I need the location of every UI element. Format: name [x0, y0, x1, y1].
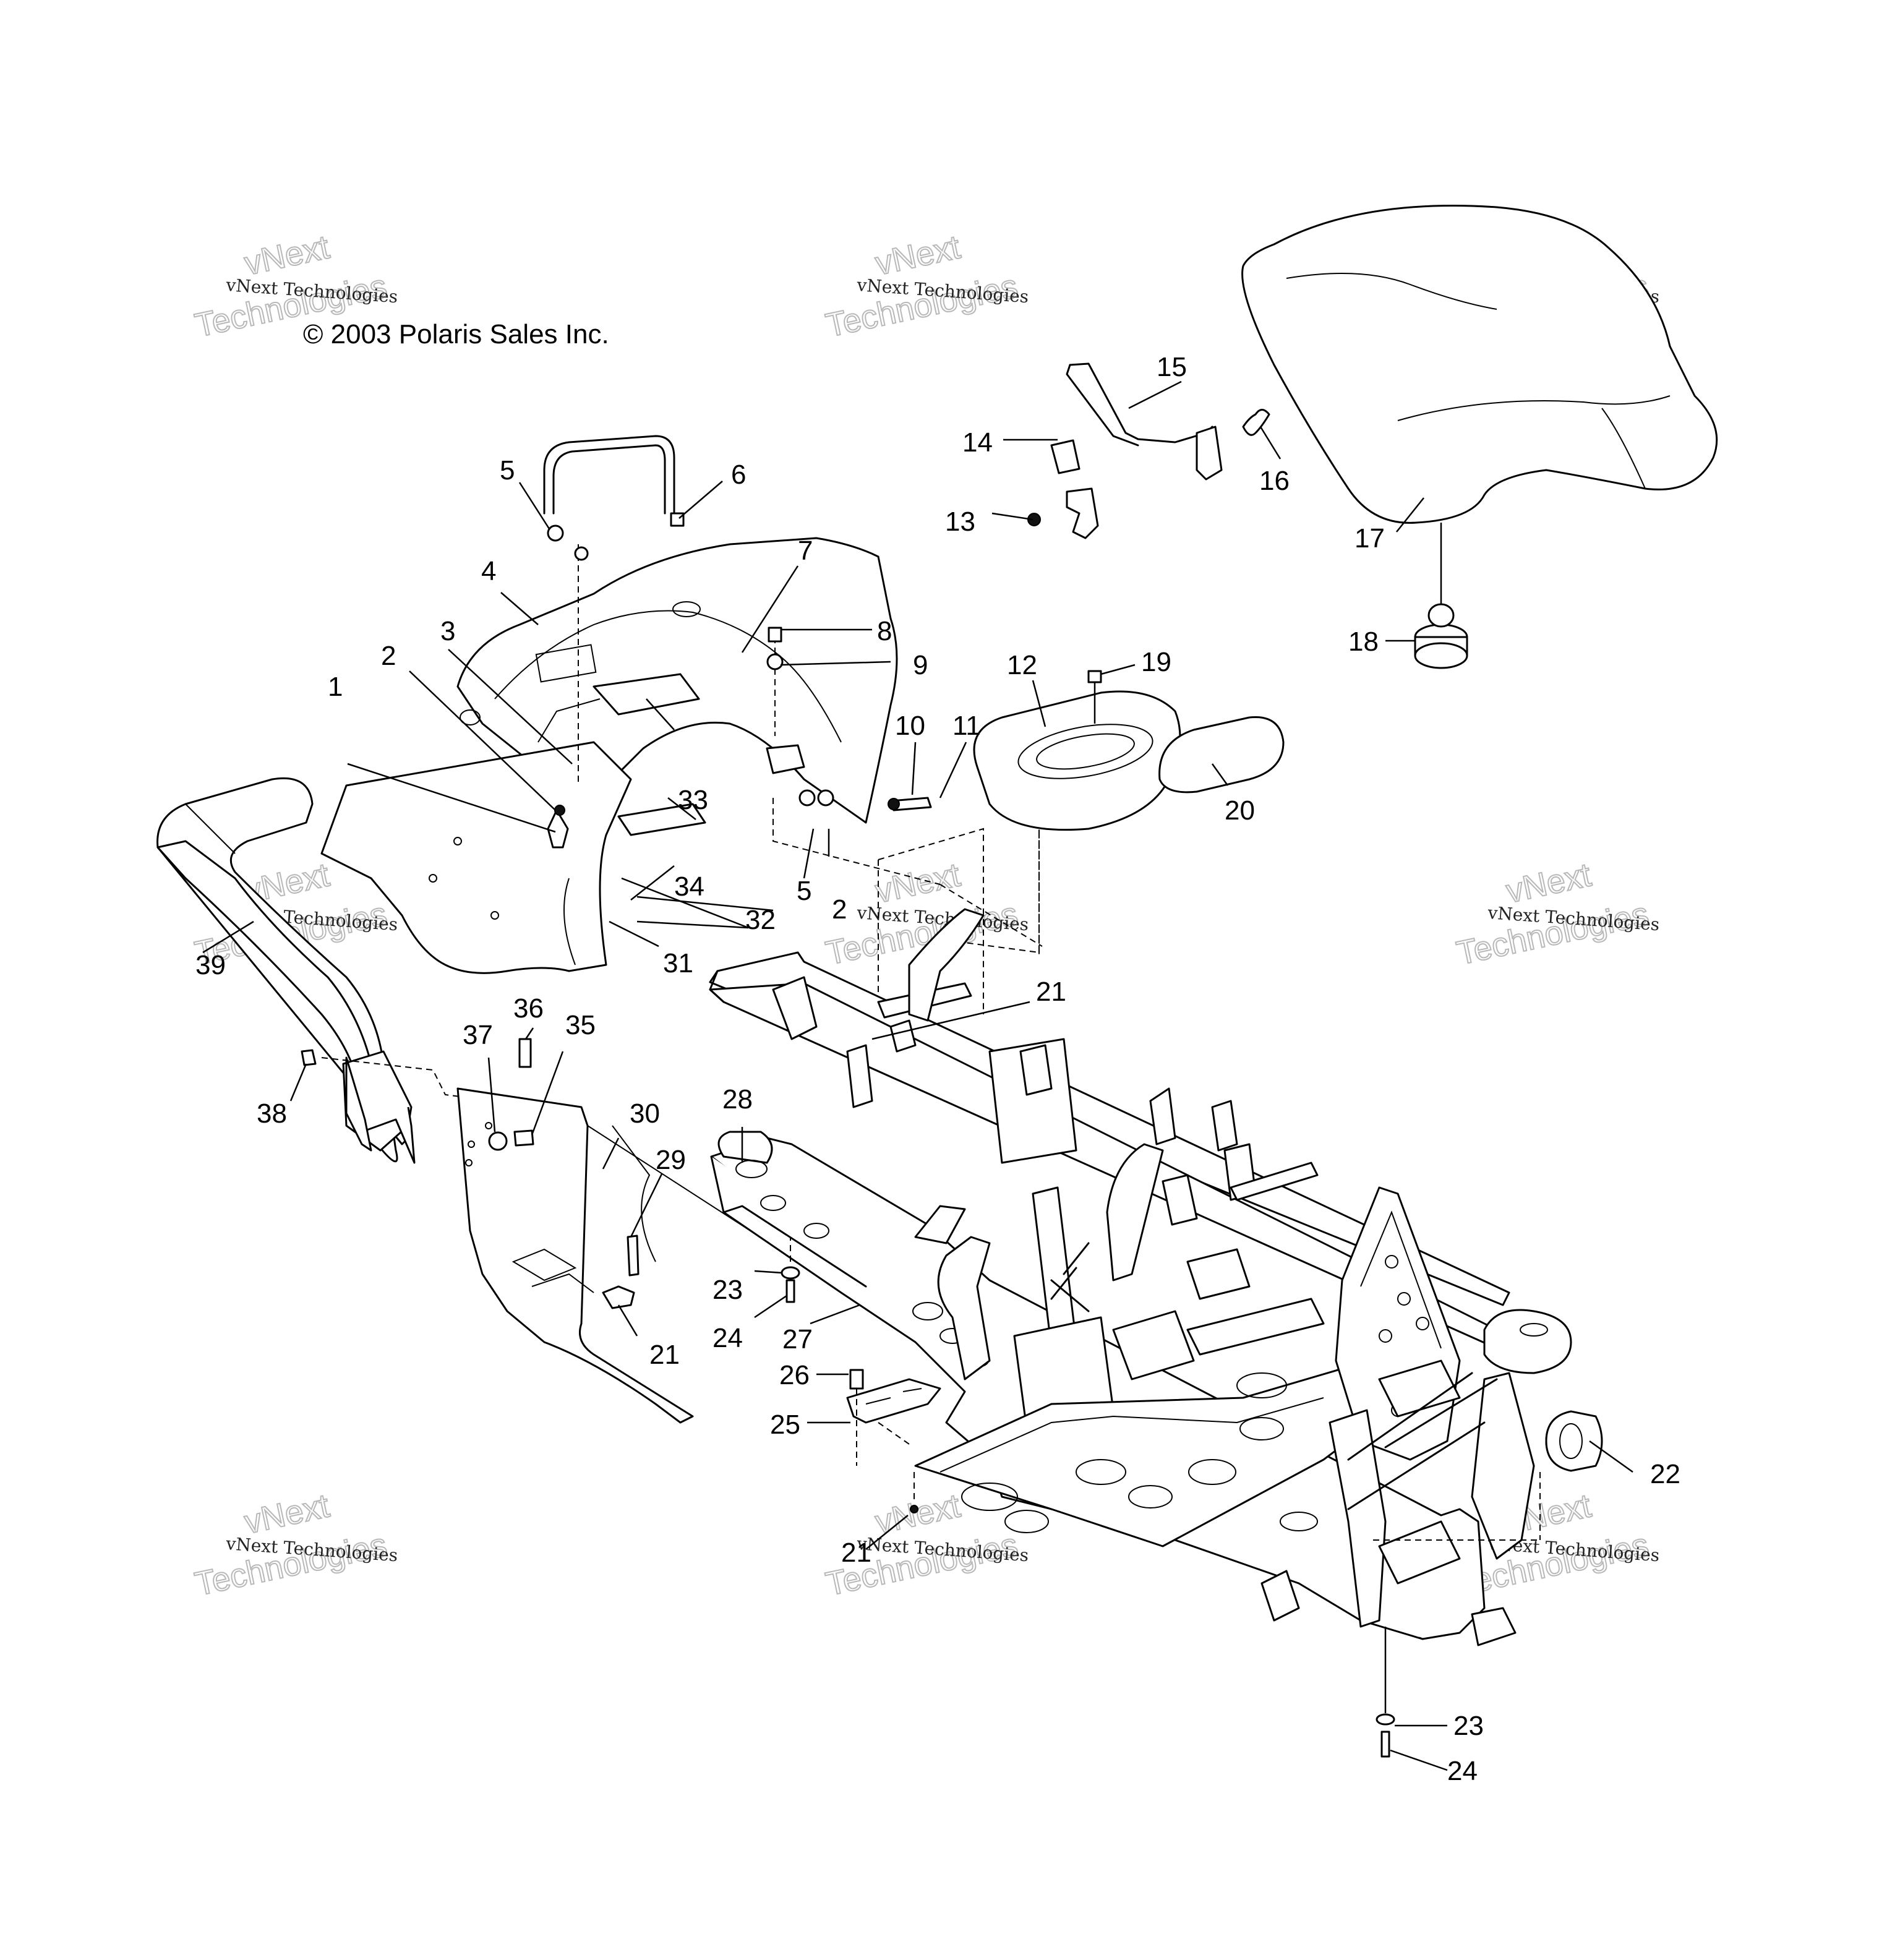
- fender-flare: [156, 777, 416, 1164]
- main-frame: [709, 908, 1572, 1646]
- callout-numbers: 1 2 3 4 5 6 7 8 9 10 11 12 13 14 15 16 1…: [195, 352, 1680, 1786]
- callout-33: 33: [678, 785, 708, 815]
- storage-box: [973, 670, 1181, 831]
- callout-25: 25: [770, 1410, 800, 1440]
- callout-9: 9: [913, 650, 928, 680]
- callout-8: 8: [877, 616, 892, 646]
- callout-31: 31: [663, 948, 693, 978]
- seat-bumper: [1414, 523, 1468, 669]
- callout-18: 18: [1348, 627, 1379, 657]
- callout-20: 20: [1225, 795, 1255, 826]
- callout-24: 24: [712, 1323, 743, 1353]
- callout-12: 12: [1007, 650, 1037, 680]
- callout-2: 2: [832, 894, 847, 925]
- callout-15: 15: [1157, 352, 1187, 382]
- callout-35: 35: [565, 1010, 596, 1040]
- storage-lid: [1158, 716, 1285, 794]
- assembly-lines-upper: [772, 798, 1043, 1014]
- callout-10: 10: [895, 711, 925, 741]
- callout-4: 4: [481, 556, 496, 586]
- svg-text:vNext: vNext: [241, 228, 333, 282]
- callout-37: 37: [463, 1020, 493, 1050]
- callout-2: 2: [381, 641, 396, 671]
- callout-21: 21: [1036, 977, 1066, 1007]
- callout-29: 29: [656, 1145, 686, 1175]
- callout-3: 3: [440, 616, 455, 646]
- svg-text:vNext: vNext: [872, 856, 964, 910]
- callout-21: 21: [649, 1340, 680, 1370]
- fender-hardware: [547, 524, 932, 849]
- watermark-mid-right: vNext Technologies vNext Technologies: [1453, 855, 1660, 972]
- callout-13: 13: [945, 507, 975, 537]
- callout-1: 1: [328, 672, 343, 702]
- callout-5: 5: [500, 455, 515, 486]
- rubber-bumper: [1545, 1410, 1603, 1472]
- svg-text:vNext: vNext: [872, 228, 964, 282]
- callout-39: 39: [195, 950, 226, 980]
- seat: [1241, 205, 1718, 524]
- watermark-bottom-left: vNext Technologies vNext Technologies: [191, 1486, 398, 1603]
- frame-hardware: [781, 1237, 1541, 1758]
- callout-27: 27: [782, 1324, 813, 1354]
- footwell: [456, 1038, 854, 1424]
- fender-brackets: [593, 673, 805, 836]
- watermark-top-center: vNext Technologies vNext Technologies: [822, 228, 1029, 344]
- fender-center-panel: [320, 741, 632, 974]
- callout-26: 26: [779, 1360, 810, 1390]
- callout-38: 38: [257, 1098, 287, 1129]
- callout-34: 34: [674, 871, 704, 902]
- rear-grab-bar: [543, 435, 685, 527]
- callout-5: 5: [797, 876, 811, 906]
- flare-clip: [301, 1049, 317, 1066]
- callout-11: 11: [952, 711, 981, 741]
- callout-23: 23: [1453, 1711, 1484, 1741]
- callout-21: 21: [841, 1538, 871, 1568]
- callout-32: 32: [745, 905, 776, 935]
- callout-22: 22: [1650, 1459, 1680, 1489]
- seat-latch-assembly: [1027, 362, 1270, 539]
- callout-14: 14: [962, 427, 993, 458]
- leader-lines: [202, 380, 1633, 1771]
- svg-text:vNext: vNext: [1503, 856, 1594, 910]
- callout-16: 16: [1259, 466, 1290, 496]
- callout-17: 17: [1354, 523, 1385, 554]
- callout-19: 19: [1141, 647, 1171, 677]
- callout-36: 36: [513, 993, 544, 1024]
- callout-7: 7: [798, 536, 813, 566]
- copyright-notice: © 2003 Polaris Sales Inc.: [303, 319, 609, 349]
- callout-30: 30: [630, 1098, 660, 1129]
- callout-28: 28: [722, 1084, 753, 1115]
- callout-6: 6: [731, 460, 746, 490]
- svg-text:vNext: vNext: [241, 1487, 333, 1541]
- callout-24: 24: [1447, 1756, 1478, 1786]
- callout-23: 23: [712, 1275, 743, 1305]
